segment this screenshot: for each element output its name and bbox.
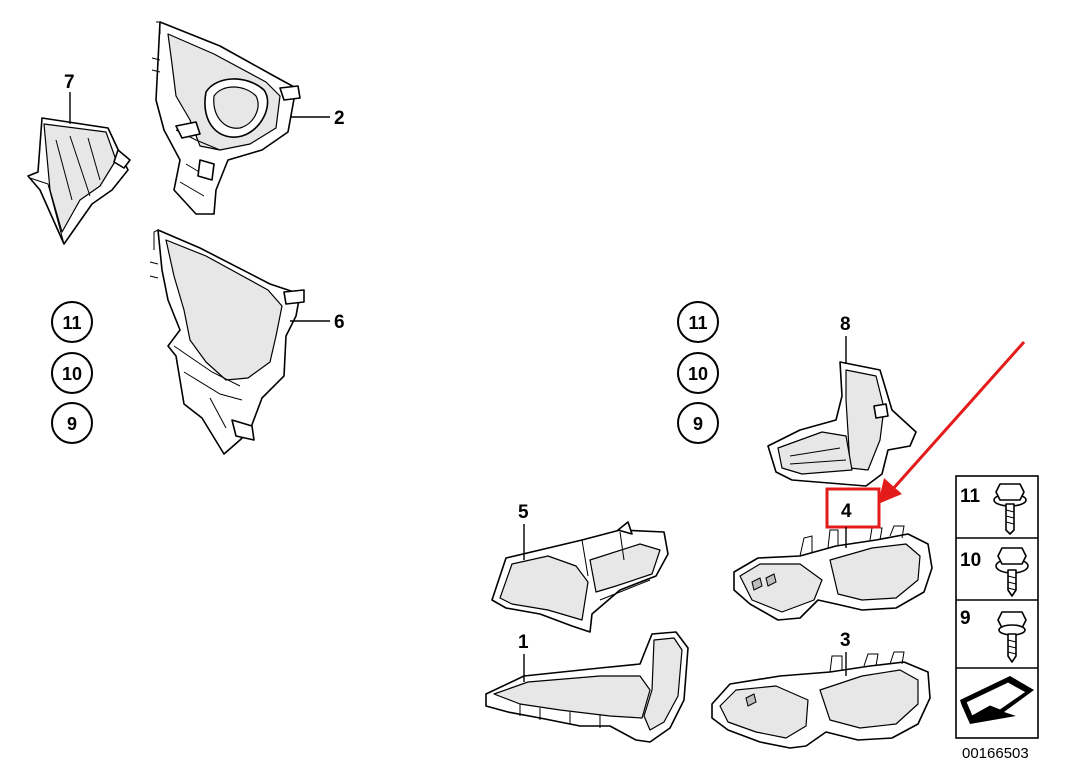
fastener-10-screw-icon: 10 bbox=[960, 547, 1029, 597]
highlight-box-4 bbox=[825, 487, 881, 529]
circled-left-11: 11 bbox=[62, 313, 81, 333]
part-1-duct bbox=[485, 631, 689, 743]
svg-text:9: 9 bbox=[960, 608, 971, 629]
circled-left-10: 10 bbox=[62, 364, 82, 384]
circled-left-9: 9 bbox=[67, 414, 77, 434]
circled-right-10: 10 bbox=[688, 364, 708, 384]
circled-list-right: 11 10 9 bbox=[677, 301, 719, 444]
callout-8: 8 bbox=[840, 314, 851, 335]
svg-text:10: 10 bbox=[960, 550, 981, 571]
orientation-arrow-icon bbox=[960, 676, 1034, 724]
svg-text:11: 11 bbox=[960, 486, 981, 507]
circled-right-11: 11 bbox=[688, 313, 707, 333]
part-7-duct bbox=[27, 117, 131, 245]
circled-right-9: 9 bbox=[693, 414, 703, 434]
callout-7: 7 bbox=[64, 72, 75, 93]
fastener-11-bolt-icon: 11 bbox=[960, 483, 1027, 535]
part-8-duct bbox=[767, 361, 917, 487]
highlight-arrow bbox=[878, 341, 1026, 504]
callout-1: 1 bbox=[518, 632, 529, 653]
part-5-duct bbox=[491, 521, 669, 633]
fastener-panel: 11 10 9 bbox=[955, 475, 1039, 739]
callout-4: 4 bbox=[841, 501, 852, 522]
callout-2: 2 bbox=[334, 108, 345, 129]
callout-6: 6 bbox=[334, 312, 345, 333]
callout-5: 5 bbox=[518, 502, 529, 523]
part-2-duct bbox=[151, 21, 301, 215]
part-6-duct bbox=[149, 229, 305, 455]
circled-list-left: 11 10 9 bbox=[51, 301, 93, 444]
callout-3: 3 bbox=[840, 630, 851, 651]
reference-number: 00166503 bbox=[962, 745, 1029, 762]
part-3-duct bbox=[711, 651, 931, 749]
fastener-9-screw-icon: 9 bbox=[960, 608, 1027, 663]
part-4-duct bbox=[733, 525, 933, 621]
